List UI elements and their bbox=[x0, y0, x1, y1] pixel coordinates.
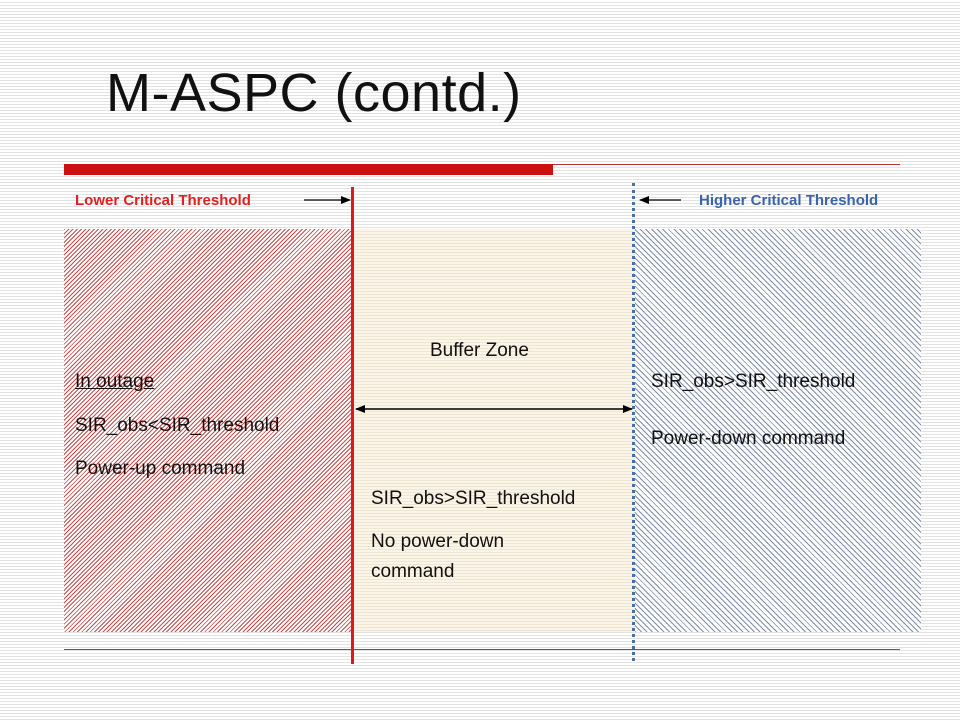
buffer-command-line1: No power-down bbox=[371, 531, 505, 552]
lower-threshold-label: Lower Critical Threshold bbox=[75, 192, 251, 209]
outage-condition: SIR_obs<SIR_threshold bbox=[75, 415, 280, 436]
zone-buffer bbox=[354, 229, 634, 632]
lower-threshold-line bbox=[351, 187, 354, 664]
title-accent-bar bbox=[64, 164, 553, 175]
zone-power-down bbox=[635, 229, 921, 632]
higher-threshold-label: Higher Critical Threshold bbox=[699, 192, 879, 209]
power-down-condition: SIR_obs>SIR_threshold bbox=[651, 371, 856, 392]
outage-heading: In outage bbox=[75, 371, 155, 392]
higher-threshold-line bbox=[632, 183, 635, 661]
buffer-zone-heading: Buffer Zone bbox=[430, 340, 529, 361]
buffer-command-line2: command bbox=[371, 561, 455, 582]
power-down-command: Power-down command bbox=[651, 428, 846, 449]
zone-outage bbox=[64, 229, 352, 632]
slide-title: M-ASPC (contd.) bbox=[106, 63, 522, 123]
bottom-divider-line bbox=[64, 649, 900, 650]
buffer-condition: SIR_obs>SIR_threshold bbox=[371, 488, 576, 509]
outage-command: Power-up command bbox=[75, 458, 246, 479]
